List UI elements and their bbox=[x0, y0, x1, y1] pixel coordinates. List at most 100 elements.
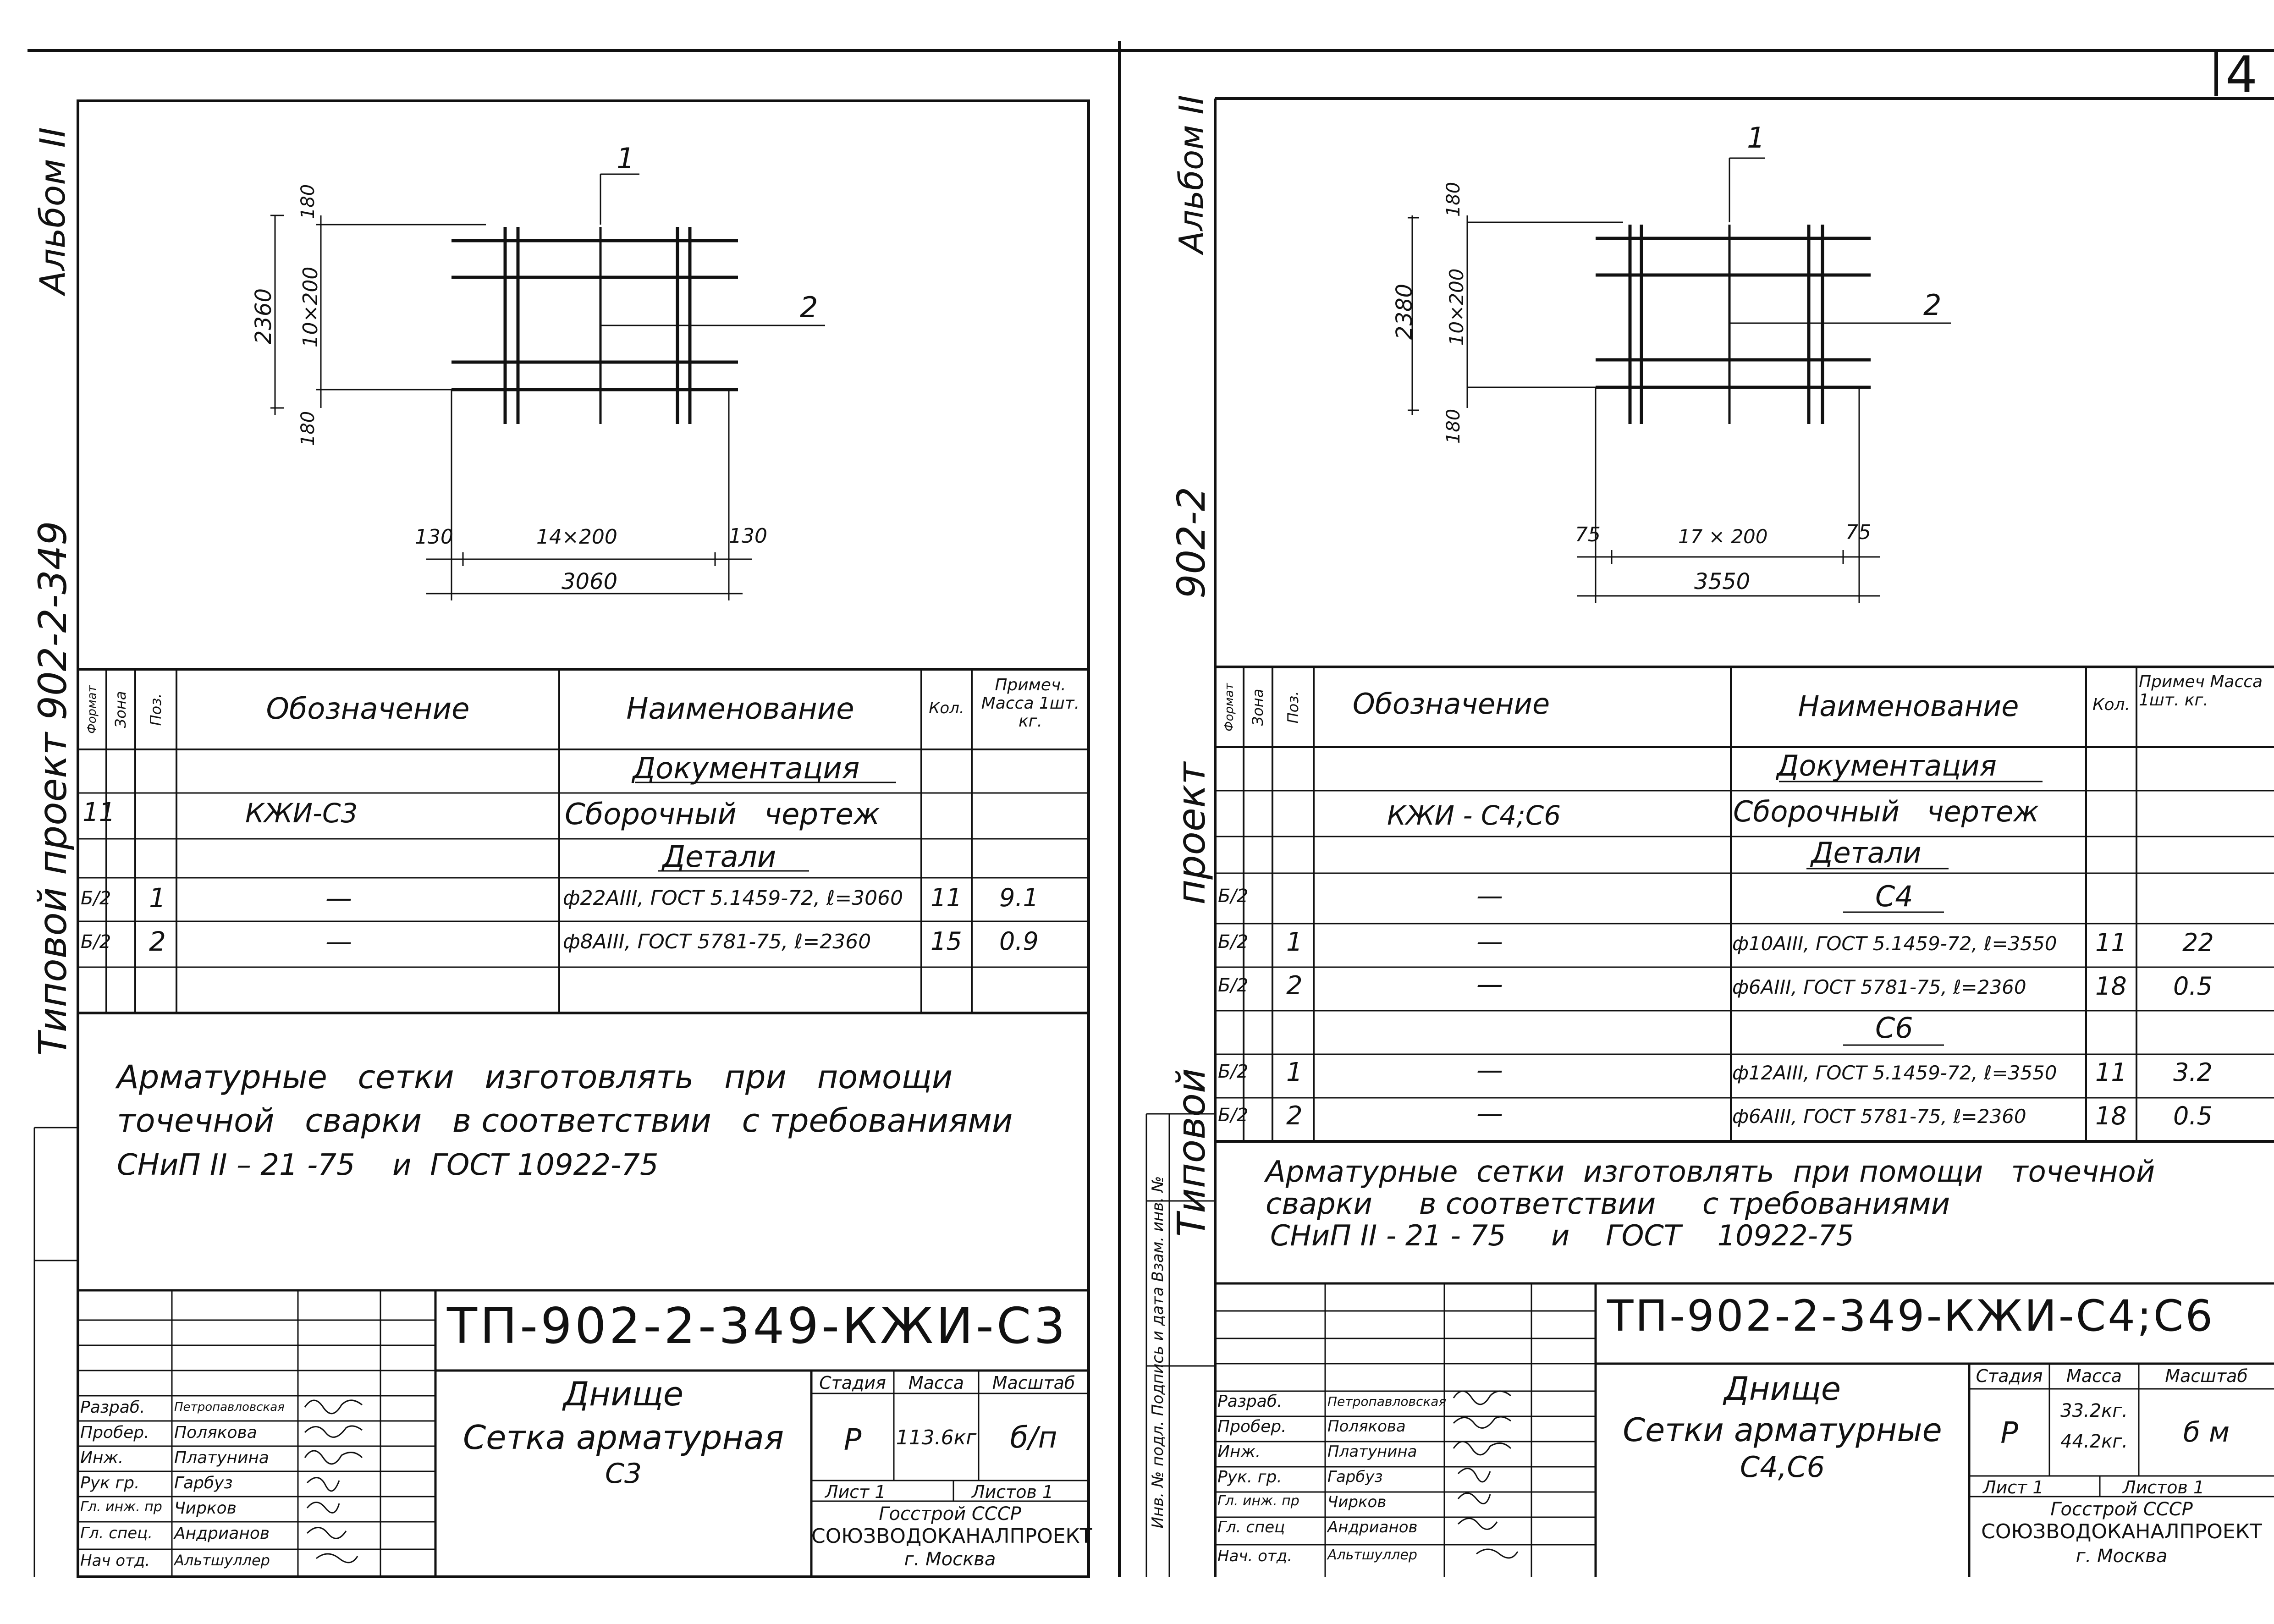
org-line-2: СОЮЗВОДОКАНАЛПРОЕКТ bbox=[811, 1525, 1092, 1548]
note-line-3: СНиП II – 21 -75 и ГОСТ 10922-75 bbox=[117, 1148, 659, 1182]
row-8-name: ф12АIII, ГОСТ 5.1459-72, ℓ=3550 bbox=[1732, 1062, 2057, 1084]
note-line-1: Арматурные сетки изготовлять при помощи bbox=[117, 1058, 953, 1096]
dim-top: 180 bbox=[1443, 182, 1464, 217]
row-2-name: Сборочный чертеж bbox=[1733, 795, 2039, 828]
scale-value: б м bbox=[2183, 1416, 2230, 1448]
header-pos: Поз. bbox=[1284, 691, 1302, 724]
header-qty: Кол. bbox=[2092, 695, 2131, 714]
row-4-designation: — bbox=[1476, 880, 1503, 911]
sheet-right-lines bbox=[1145, 97, 2274, 1577]
row-4-pos: 1 bbox=[149, 882, 166, 914]
header-name: Наименование bbox=[626, 692, 854, 726]
row-8-format: Б/2 bbox=[1218, 1061, 1249, 1082]
scale-value: б/п bbox=[1010, 1421, 1057, 1455]
row-9-designation: — bbox=[1476, 1098, 1503, 1129]
page-number: 4 bbox=[2225, 45, 2257, 104]
org-line-2: СОЮЗВОДОКАНАЛПРОЕКТ bbox=[1981, 1520, 2262, 1543]
mass-value: 113.6кг bbox=[896, 1426, 977, 1449]
note-line-1: Арматурные сетки изготовлять при помощи … bbox=[1266, 1155, 2155, 1189]
stage-value: Р bbox=[843, 1423, 862, 1457]
stage-label: Стадия bbox=[1976, 1366, 2043, 1386]
sheet-label: Лист 1 bbox=[825, 1482, 886, 1502]
role-1: Разраб. bbox=[80, 1398, 145, 1417]
role-7: Нач отд. bbox=[80, 1552, 150, 1570]
note-line-2: точечной сварки в соответствии с требова… bbox=[117, 1102, 1013, 1140]
name-1: Петропавловская bbox=[174, 1400, 285, 1414]
row-4-format: Б/2 bbox=[1218, 886, 1249, 907]
dim-right: 75 bbox=[1845, 521, 1871, 544]
name-6: Андрианов bbox=[174, 1524, 270, 1543]
stamp-title-3: С4,С6 bbox=[1740, 1450, 1825, 1484]
name-5: Чирков bbox=[1327, 1493, 1387, 1511]
dim-right: 130 bbox=[729, 524, 767, 548]
sheet-label: Лист 1 bbox=[1983, 1477, 2044, 1497]
mass-label: Масса bbox=[908, 1373, 964, 1393]
dim-mid: 14×200 bbox=[536, 525, 617, 549]
mass-value-1: 33.2кг. bbox=[2060, 1400, 2128, 1421]
row-4-name: С4 bbox=[1875, 880, 1913, 913]
row-4-format: Б/2 bbox=[81, 888, 111, 909]
header-note: Примеч. Масса 1шт. кг. bbox=[981, 676, 1080, 731]
role-6: Гл. спец bbox=[1217, 1518, 1285, 1536]
dim-left: 75 bbox=[1575, 523, 1601, 546]
row-4-note: 9.1 bbox=[999, 883, 1039, 912]
row-6-name: ф6АIII, ГОСТ 5781-75, ℓ=2360 bbox=[1732, 976, 2026, 998]
role-2: Пробер. bbox=[80, 1423, 149, 1442]
stamp-title-2: Сетки арматурные bbox=[1623, 1411, 1942, 1449]
name-4: Гарбуз bbox=[1327, 1468, 1383, 1486]
signatures-right bbox=[1453, 1390, 1519, 1559]
row-9-name: ф6АIII, ГОСТ 5781-75, ℓ=2360 bbox=[1732, 1105, 2026, 1128]
row-8-designation: — bbox=[1476, 1054, 1503, 1085]
row-6-designation: — bbox=[1476, 969, 1503, 1000]
note-line-2: сварки в соответствии с требованиями bbox=[1266, 1187, 1950, 1221]
mass-value-2: 44.2кг. bbox=[2060, 1431, 2128, 1452]
row-4-qty: 11 bbox=[931, 883, 962, 912]
name-3: Платунина bbox=[1327, 1442, 1417, 1461]
dim-mid: 17 × 200 bbox=[1678, 525, 1768, 548]
row-9-note: 0.5 bbox=[2173, 1101, 2213, 1130]
row-8-note: 3.2 bbox=[2173, 1058, 2213, 1087]
row-5-qty: 15 bbox=[931, 927, 962, 956]
org-line-3: г. Москва bbox=[2076, 1546, 2168, 1567]
role-5: Гл. инж. пр bbox=[1217, 1493, 1299, 1509]
sheet-left: Альбом II Типовой проект 902-2-349 1 2 2… bbox=[30, 99, 1092, 1578]
row-2-name: Сборочный чертеж bbox=[565, 798, 880, 831]
name-5: Чирков bbox=[174, 1499, 237, 1518]
role-1: Разраб. bbox=[1217, 1392, 1283, 1411]
org-line-3: г. Москва bbox=[904, 1549, 996, 1570]
row-5-designation: — bbox=[1476, 926, 1503, 957]
stamp-title-1: Днище bbox=[563, 1375, 684, 1413]
row-5-format: Б/2 bbox=[1218, 931, 1249, 952]
mesh-drawing bbox=[270, 173, 825, 600]
sheets-label: Листов 1 bbox=[2123, 1477, 2205, 1497]
row-7-name: С6 bbox=[1875, 1011, 1913, 1045]
role-4: Рук гр. bbox=[80, 1474, 140, 1492]
row-5-qty: 11 bbox=[2095, 928, 2127, 957]
row-5-note: 0.9 bbox=[999, 927, 1039, 956]
name-1: Петропавловская bbox=[1327, 1394, 1447, 1409]
row-5-designation: — bbox=[325, 926, 352, 957]
leader-1: 1 bbox=[1747, 121, 1765, 154]
row-9-qty: 18 bbox=[2095, 1101, 2127, 1130]
signatures bbox=[304, 1399, 363, 1563]
org-line-1: Госстрой СССР bbox=[879, 1503, 1021, 1525]
row-2-format: 11 bbox=[83, 798, 116, 827]
row-9-pos: 2 bbox=[1286, 1101, 1303, 1131]
header-designation: Обозначение bbox=[1352, 687, 1550, 721]
role-7: Нач. отд. bbox=[1217, 1547, 1293, 1565]
row-6-note: 0.5 bbox=[2173, 972, 2213, 1001]
header-format: Формат bbox=[1222, 683, 1236, 732]
header-designation: Обозначение bbox=[266, 692, 470, 726]
row-5-format: Б/2 bbox=[81, 931, 111, 952]
leader-1: 1 bbox=[617, 142, 635, 175]
row-8-qty: 11 bbox=[2095, 1058, 2127, 1087]
sheet-right: Альбом II Типовой проект 902-2 Инв. № по… bbox=[1137, 0, 2274, 1624]
row-5-name: ф10АIII, ГОСТ 5.1459-72, ℓ=3550 bbox=[1732, 932, 2057, 955]
row-3-name: Детали bbox=[662, 840, 776, 874]
row-5-note: 22 bbox=[2182, 928, 2214, 957]
stamp-title-2: Сетка арматурная bbox=[463, 1418, 784, 1457]
row-4-name: ф22АIII, ГОСТ 5.1459-72, ℓ=3060 bbox=[563, 886, 903, 910]
dim-width-total: 3550 bbox=[1694, 569, 1751, 595]
name-7: Альтшуллер bbox=[174, 1552, 270, 1569]
